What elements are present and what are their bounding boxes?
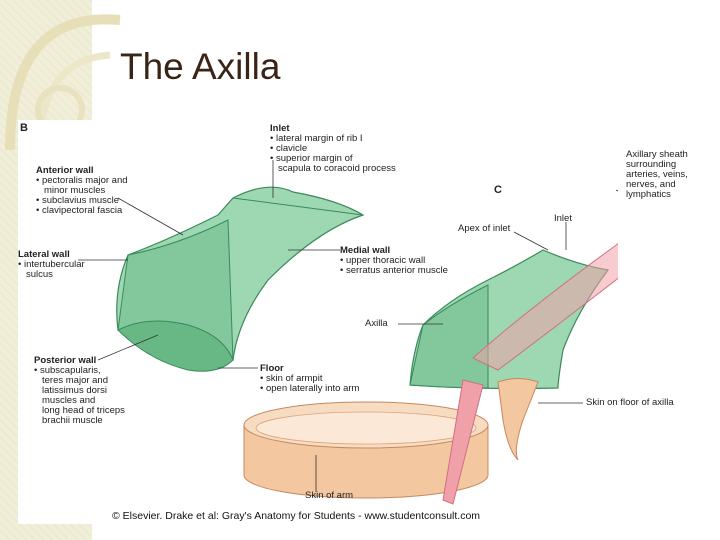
anatomy-figure: B C Inlet lateral margin of rib I clavic… xyxy=(18,120,688,524)
label-axillary-sheath: Axillary sheath surrounding arteries, ve… xyxy=(626,149,688,200)
axilla-pyramid-b xyxy=(116,186,365,372)
label-lateral-wall: Lateral wall intertubercular sulcus xyxy=(18,250,85,280)
label-floor: Floor skin of armpit open laterally into… xyxy=(260,364,359,394)
slide-title: The Axilla xyxy=(120,46,281,87)
copyright-credit: © Elsevier. Drake et al: Gray's Anatomy … xyxy=(112,510,481,522)
axilla-illustration xyxy=(78,160,618,505)
skin-of-arm-ring xyxy=(243,401,489,499)
label-axilla: Axilla xyxy=(365,318,388,329)
label-anterior-wall: Anterior wall pectoralis major and minor… xyxy=(36,166,128,216)
label-apex-of-inlet: Apex of inlet xyxy=(458,223,511,234)
label-posterior-wall: Posterior wall subscapularis, teres majo… xyxy=(34,356,125,426)
label-medial-wall: Medial wall upper thoracic wall serratus… xyxy=(340,246,448,276)
label-skin-on-floor: Skin on floor of axilla xyxy=(586,397,674,408)
panel-b-letter: B xyxy=(20,122,28,134)
axillary-sheath xyxy=(442,243,618,505)
label-inlet: Inlet lateral margin of rib I clavicle s… xyxy=(270,124,396,174)
axilla-pyramid-c xyxy=(409,249,610,390)
label-skin-of-arm: Skin of arm xyxy=(305,490,354,501)
panel-c-letter: C xyxy=(494,184,502,196)
label-inlet-c: Inlet xyxy=(554,213,572,224)
skin-floor-c xyxy=(497,378,539,461)
